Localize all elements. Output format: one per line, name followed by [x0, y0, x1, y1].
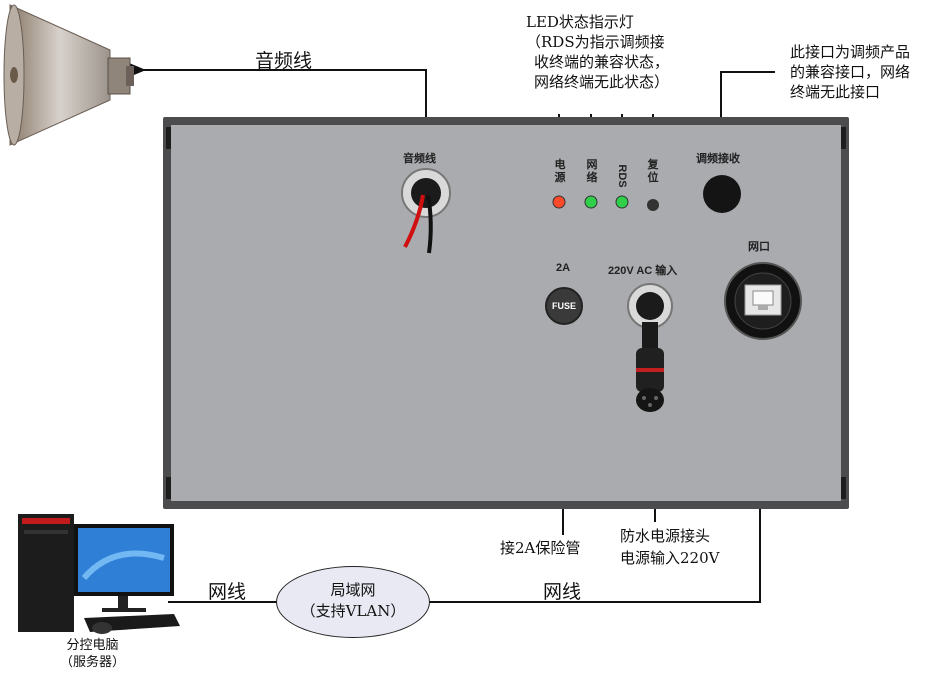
lan-title: 局域网 — [330, 581, 376, 599]
computer-label-line: （服务器） — [60, 655, 126, 670]
led-power-label: 电源 — [554, 159, 566, 184]
power-input-label: 220V AC 输入 — [608, 265, 678, 277]
fuse-holder: FUSE — [545, 287, 583, 325]
led-rds — [615, 195, 629, 209]
fm-note-line: 的兼容接口，网络 — [790, 63, 911, 81]
fm-port-label: 调频接收 — [696, 153, 740, 165]
fm-note-line: 终端无此接口 — [790, 83, 881, 101]
led-rds-label: RDS — [616, 164, 628, 188]
led-indicators — [552, 195, 659, 211]
audio-port-label: 音频线 — [403, 153, 436, 165]
led-note-line: 收终端的兼容状态， — [534, 53, 670, 71]
led-network — [584, 195, 598, 209]
fuse-label: FUSE — [551, 301, 576, 311]
power-input-connector — [627, 283, 673, 412]
led-reset-label: 复位 — [647, 159, 659, 184]
led-network-label: 网络 — [586, 159, 598, 184]
lan-ellipse: 局域网 （支持VLAN） — [276, 566, 430, 638]
power-note-line: 防水电源接头 — [620, 527, 711, 545]
lan-subtitle: （支持VLAN） — [300, 602, 406, 620]
network-line-label-right: 网线 — [543, 581, 582, 603]
led-note-line: 网络终端无此状态） — [534, 73, 670, 91]
fm-receive-port — [703, 175, 741, 213]
power-note-line: 电源输入220V — [620, 549, 720, 567]
computer-image — [18, 514, 180, 634]
fuse-rating-label: 2A — [556, 262, 571, 274]
audio-port — [401, 168, 451, 254]
led-callout: LED状态指示灯 （RDS为指示调频接 收终端的兼容状态， 网络终端无此状态） — [526, 12, 669, 92]
network-port-label: 网口 — [748, 241, 770, 253]
fm-note-line: 此接口为调频产品 — [790, 43, 911, 61]
led-reset — [647, 199, 659, 211]
fuse-callout: 接2A保险管 — [500, 539, 581, 557]
network-port — [724, 262, 802, 340]
computer-label: 分控电脑 （服务器） — [60, 637, 125, 671]
computer-label-line: 分控电脑 — [66, 638, 119, 653]
horn-speaker-image — [3, 4, 134, 146]
audio-line-callout: 音频线 — [255, 50, 313, 72]
led-title: LED状态指示灯 — [526, 13, 634, 31]
led-power — [552, 195, 566, 209]
fm-callout: 此接口为调频产品 的兼容接口，网络 终端无此接口 — [790, 42, 910, 102]
led-note-line: （RDS为指示调频接 — [526, 33, 665, 51]
power-callout: 防水电源接头 电源输入220V — [620, 525, 719, 569]
network-line-label-left: 网线 — [208, 581, 247, 603]
